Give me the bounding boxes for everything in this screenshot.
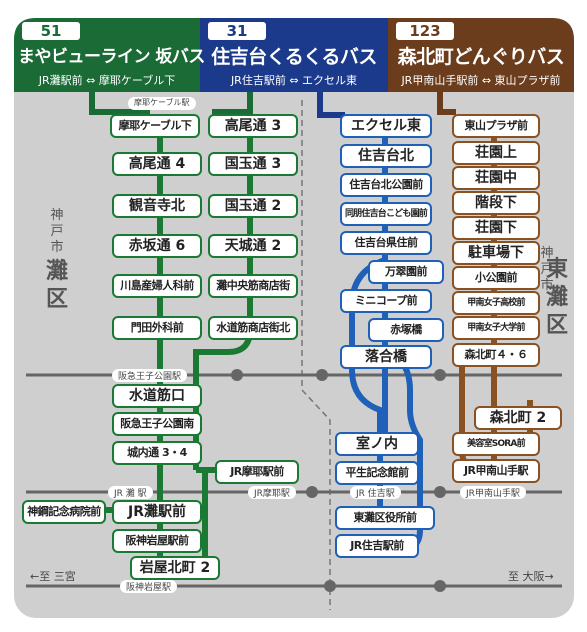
rail-label-hankyu-oji: 阪急王子公園駅	[112, 369, 188, 382]
rail-stations	[231, 369, 446, 592]
stop[interactable]: 灘中央筋商店街	[208, 274, 298, 298]
ward-right-city: 神戸市	[540, 246, 554, 293]
stop[interactable]: 城内通 3・4	[112, 441, 202, 465]
ward-left-city: 神戸市	[50, 208, 64, 255]
direction-osaka: 至 大阪→	[508, 570, 554, 583]
stop[interactable]: 駐車場下	[452, 241, 540, 265]
stop[interactable]: 摩耶ケーブル下	[110, 114, 200, 138]
stop[interactable]: 住吉台北	[340, 144, 432, 168]
route-51-sub: JR灘駅前 ⇔ 摩耶ケーブル下	[38, 74, 176, 87]
stop[interactable]: 美容室SORA前	[452, 432, 540, 456]
green-connector	[89, 92, 150, 115]
stop[interactable]: 荘園下	[452, 216, 540, 240]
route-51-number: 51	[22, 22, 80, 40]
green-connector-2	[212, 92, 253, 115]
stop[interactable]: 室ノ内	[335, 432, 419, 456]
stop[interactable]: ミニコープ前	[340, 289, 432, 313]
stop[interactable]: 国玉通 3	[208, 152, 298, 176]
ward-right-name: 東灘区	[545, 257, 568, 338]
route-31-number: 31	[208, 22, 266, 40]
stop[interactable]: 高尾通 4	[112, 152, 202, 176]
stop[interactable]: 小公園前	[452, 266, 540, 290]
stop[interactable]: 川島産婦人科前	[112, 274, 202, 298]
stop[interactable]: 階段下	[452, 191, 540, 215]
stop[interactable]: 同朋住吉台こども園前	[340, 202, 432, 226]
stop[interactable]: 荘園上	[452, 141, 540, 165]
rail-label-jr-maya: JR摩耶駅	[248, 486, 296, 499]
rail-label-jr-konan-yamate: JR甲南山手駅	[460, 486, 526, 499]
stop[interactable]: 森北町 2	[474, 406, 562, 430]
stop[interactable]: JR甲南山手駅	[452, 459, 540, 483]
stop[interactable]: 住吉台県住前	[340, 231, 432, 255]
ward-left-name: 灘区	[45, 259, 68, 312]
stop[interactable]: 門田外科前	[112, 316, 202, 340]
direction-sannomiya: ←至 三宮	[30, 570, 76, 583]
rail-label-hanshin-iwaya: 阪神岩屋駅	[120, 580, 178, 593]
stop[interactable]: JR摩耶駅前	[215, 460, 299, 484]
stop[interactable]: 水道筋商店街北	[208, 316, 298, 340]
route-31-sub: JR住吉駅前 ⇔ エクセル東	[230, 74, 358, 87]
stop[interactable]: 阪急王子公園南	[112, 412, 202, 436]
stop[interactable]: エクセル東	[340, 114, 432, 138]
stop[interactable]: JR住吉駅前	[335, 534, 419, 558]
stop[interactable]: 天城通 2	[208, 234, 298, 258]
rail-label-jr-nada: JR 灘 駅	[108, 486, 153, 499]
stop[interactable]: 落合橋	[340, 345, 432, 369]
route-123-number: 123	[396, 22, 454, 40]
stop[interactable]: 森北町４・６	[452, 343, 540, 367]
stop[interactable]: 甲南女子高校前	[452, 291, 540, 315]
stop[interactable]: 岩屋北町 2	[130, 556, 220, 580]
stop[interactable]: 国玉通 2	[208, 194, 298, 218]
stop[interactable]: 赤坂通 6	[112, 234, 202, 258]
stop[interactable]: 東灘区役所前	[335, 506, 435, 530]
ward-boundary	[301, 100, 331, 610]
route-123-name: 森北町どんぐりバス	[397, 46, 565, 68]
stop[interactable]: 阪神岩屋駅前	[112, 529, 202, 553]
stop[interactable]: 高尾通 3	[208, 114, 298, 138]
brown-connector	[437, 92, 456, 115]
stop[interactable]: 神鋼記念病院前	[22, 500, 106, 524]
stop[interactable]: 水道筋口	[112, 384, 202, 408]
route-51-header: 51 まやビューライン 坂バス JR灘駅前 ⇔ 摩耶ケーブル下	[14, 18, 205, 92]
rail-label-jr-sumiyoshi: JR 住吉駅	[350, 486, 401, 499]
stop[interactable]: 平生記念館前	[335, 461, 419, 485]
stop[interactable]: 東山プラザ前	[452, 114, 540, 138]
route-31-name: 住吉台くるくるバス	[211, 46, 377, 68]
maya-cable-station-tag: 摩耶ケーブル駅	[128, 97, 196, 110]
route-123-header: 123 森北町どんぐりバス JR甲南山手駅前 ⇔ 東山プラザ前	[388, 18, 574, 92]
stop[interactable]: 甲南女子大学前	[452, 316, 540, 340]
stop[interactable]: 万翠園前	[368, 260, 444, 284]
route-51-name: まやビューライン 坂バス	[18, 47, 205, 67]
blue-connector	[317, 92, 345, 118]
route-123-sub: JR甲南山手駅前 ⇔ 東山プラザ前	[401, 74, 561, 87]
stop[interactable]: 住吉台北公園前	[340, 173, 432, 197]
route-31-header: 31 住吉台くるくるバス JR住吉駅前 ⇔ エクセル東	[200, 18, 388, 92]
stop[interactable]: 赤塚橋	[368, 318, 444, 342]
stop[interactable]: 観音寺北	[112, 194, 202, 218]
stop[interactable]: JR灘駅前	[112, 500, 202, 524]
stop[interactable]: 荘園中	[452, 166, 540, 190]
